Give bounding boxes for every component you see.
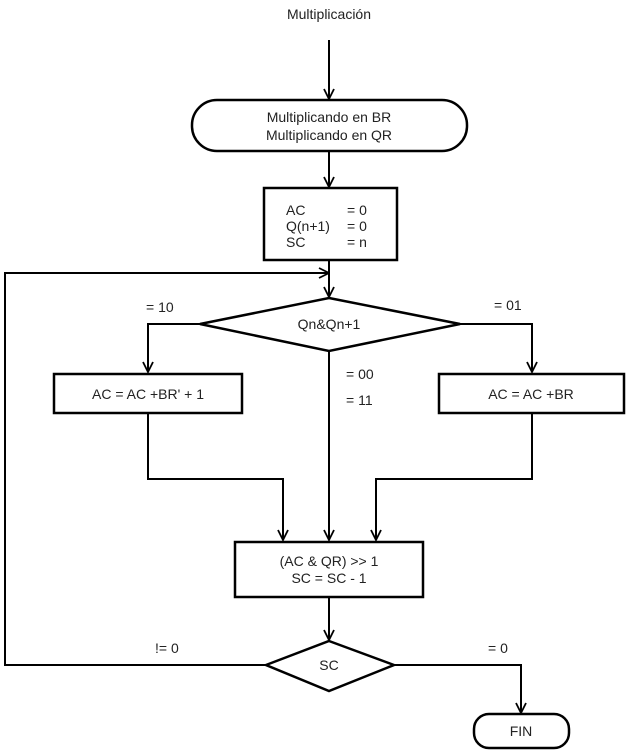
init-var-q: Q(n+1)	[286, 218, 330, 234]
start-terminator: Multiplicando en BR Multiplicando en QR	[190, 98, 469, 153]
decision-sc: SC	[262, 639, 398, 693]
start-line-1: Multiplicando en BR	[267, 109, 392, 125]
subtract-label: AC = AC +BR' + 1	[92, 386, 204, 402]
subtract-process: AC = AC +BR' + 1	[52, 372, 244, 415]
init-process: AC = 0 Q(n+1) = 0 SC = n	[262, 186, 399, 262]
edge-label-eq0: = 0	[488, 640, 508, 656]
end-terminator: FIN	[472, 712, 571, 750]
add-process: AC = AC +BR	[437, 372, 626, 415]
shift-line-1: (AC & QR) >> 1	[280, 553, 379, 569]
edge-sc-loop	[4, 273, 329, 666]
edge-label-eq11: = 11	[346, 392, 373, 408]
end-label: FIN	[510, 723, 533, 739]
edge-label-neq0: != 0	[155, 640, 179, 656]
edge-add-shift	[376, 413, 533, 540]
init-val-q: = 0	[347, 218, 367, 234]
shift-line-2: SC = SC - 1	[291, 570, 366, 586]
decision-qn: Qn&Qn+1	[199, 296, 461, 353]
edge-label-eq10: = 10	[146, 299, 174, 315]
decision-sc-label: SC	[319, 657, 338, 673]
add-label: AC = AC +BR	[488, 386, 574, 402]
init-val-sc: = n	[347, 234, 367, 250]
edge-sc-end	[394, 664, 521, 713]
init-var-ac: AC	[286, 202, 305, 218]
init-var-sc: SC	[286, 234, 305, 250]
flowchart-title: Multiplicación	[287, 6, 371, 22]
edge-label-eq00: = 00	[346, 366, 374, 382]
shift-process: (AC & QR) >> 1 SC = SC - 1	[233, 540, 425, 599]
init-val-ac: = 0	[347, 202, 367, 218]
edge-subtract-shift	[147, 413, 283, 540]
edge-decision-subtract	[148, 323, 200, 372]
edge-decision-add	[460, 323, 532, 372]
decision-qn-label: Qn&Qn+1	[298, 316, 361, 332]
start-line-2: Multiplicando en QR	[266, 127, 392, 143]
edge-label-eq01: = 01	[494, 297, 522, 313]
